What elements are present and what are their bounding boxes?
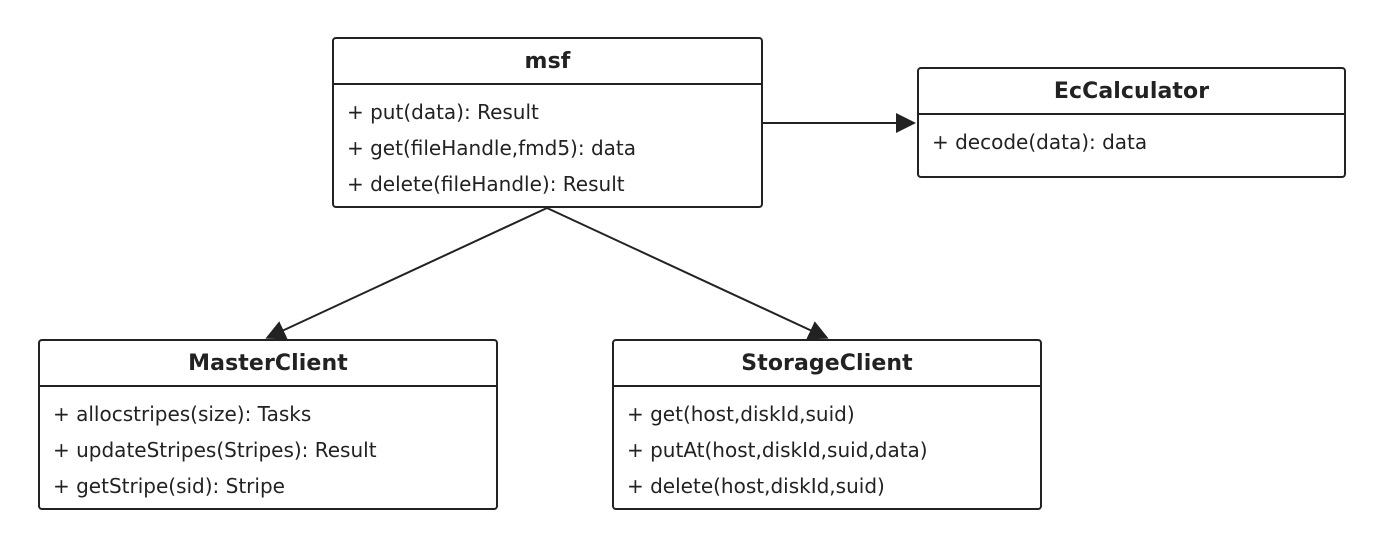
- class-box-eccalculator[interactable]: EcCalculator + decode(data): data: [917, 67, 1346, 178]
- member-masterclient-1: + updateStripes(Stripes): Result: [53, 438, 377, 462]
- member-masterclient-0: + allocstripes(size): Tasks: [53, 402, 312, 426]
- class-box-storageclient[interactable]: StorageClient + get(host,diskId,suid) + …: [612, 339, 1042, 510]
- member-msf-2: + delete(fileHandle): Result: [347, 172, 625, 196]
- member-masterclient-2: + getStripe(sid): Stripe: [53, 474, 285, 498]
- arrow-msf-to-storageclient: [546, 207, 829, 340]
- class-box-masterclient[interactable]: MasterClient + allocstripes(size): Tasks…: [38, 339, 498, 510]
- member-storageclient-0: + get(host,diskId,suid): [627, 402, 855, 426]
- class-box-msf[interactable]: msf + put(data): Result + get(fileHandle…: [332, 37, 763, 208]
- class-name-masterclient: MasterClient: [40, 341, 496, 387]
- arrow-msf-to-masterclient: [265, 207, 548, 340]
- class-name-storageclient: StorageClient: [614, 341, 1040, 387]
- member-list-masterclient: + allocstripes(size): Tasks + updateStri…: [40, 387, 496, 504]
- member-eccalculator-0: + decode(data): data: [932, 130, 1148, 154]
- class-name-msf: msf: [334, 39, 761, 85]
- member-msf-1: + get(fileHandle,fmd5): data: [347, 136, 636, 160]
- member-storageclient-1: + putAt(host,diskId,suid,data): [627, 438, 928, 462]
- member-msf-0: + put(data): Result: [347, 100, 539, 124]
- class-name-eccalculator: EcCalculator: [919, 69, 1344, 115]
- member-list-eccalculator: + decode(data): data: [919, 115, 1344, 160]
- member-storageclient-2: + delete(host,diskId,suid): [627, 474, 885, 498]
- member-list-msf: + put(data): Result + get(fileHandle,fmd…: [334, 85, 761, 202]
- member-list-storageclient: + get(host,diskId,suid) + putAt(host,dis…: [614, 387, 1040, 504]
